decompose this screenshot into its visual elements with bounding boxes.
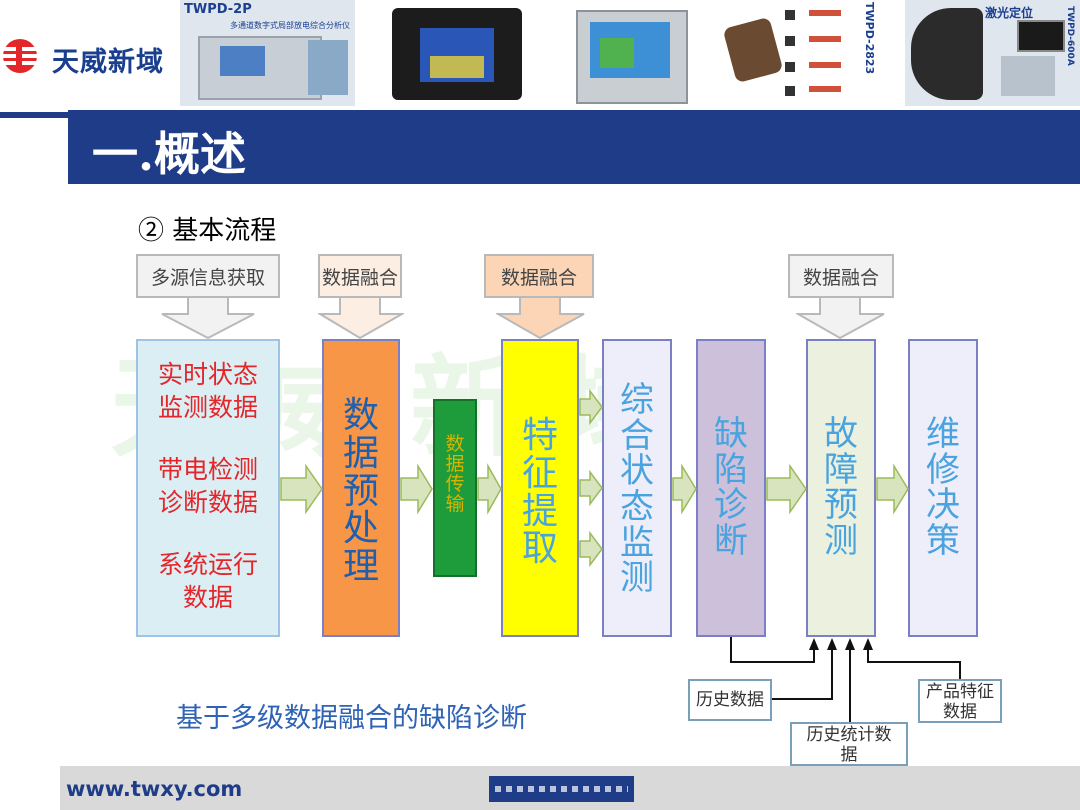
product-line xyxy=(868,648,960,680)
flow-arrow xyxy=(580,472,602,504)
feedback-line xyxy=(731,637,814,662)
line-arrowhead xyxy=(845,638,855,650)
flow-arrow xyxy=(767,466,806,512)
flow-arrow xyxy=(478,466,501,512)
line-arrowhead xyxy=(827,638,837,650)
footer-product-strip xyxy=(489,776,634,802)
product-features-line-1: 产品特征 xyxy=(920,682,1000,702)
history-line xyxy=(771,648,832,699)
input-history-stats: 历史统计数 据 xyxy=(790,722,908,766)
history-stats-line-2: 据 xyxy=(792,745,906,765)
diagram-caption: 基于多级数据融合的缺陷诊断 xyxy=(176,696,527,735)
flow-arrow xyxy=(401,466,432,512)
line-arrowhead xyxy=(863,638,873,650)
flow-arrow xyxy=(580,391,602,423)
line-arrowhead xyxy=(809,638,819,650)
input-history-data: 历史数据 xyxy=(688,679,772,721)
flow-arrow xyxy=(877,466,908,512)
flow-arrow xyxy=(281,466,322,512)
footer-url[interactable]: www.twxy.com xyxy=(66,777,242,801)
flow-arrow xyxy=(580,533,602,565)
flow-arrow xyxy=(673,466,696,512)
input-product-features: 产品特征 数据 xyxy=(918,679,1002,723)
product-features-line-2: 数据 xyxy=(920,702,1000,722)
history-stats-line-1: 历史统计数 xyxy=(792,725,906,745)
